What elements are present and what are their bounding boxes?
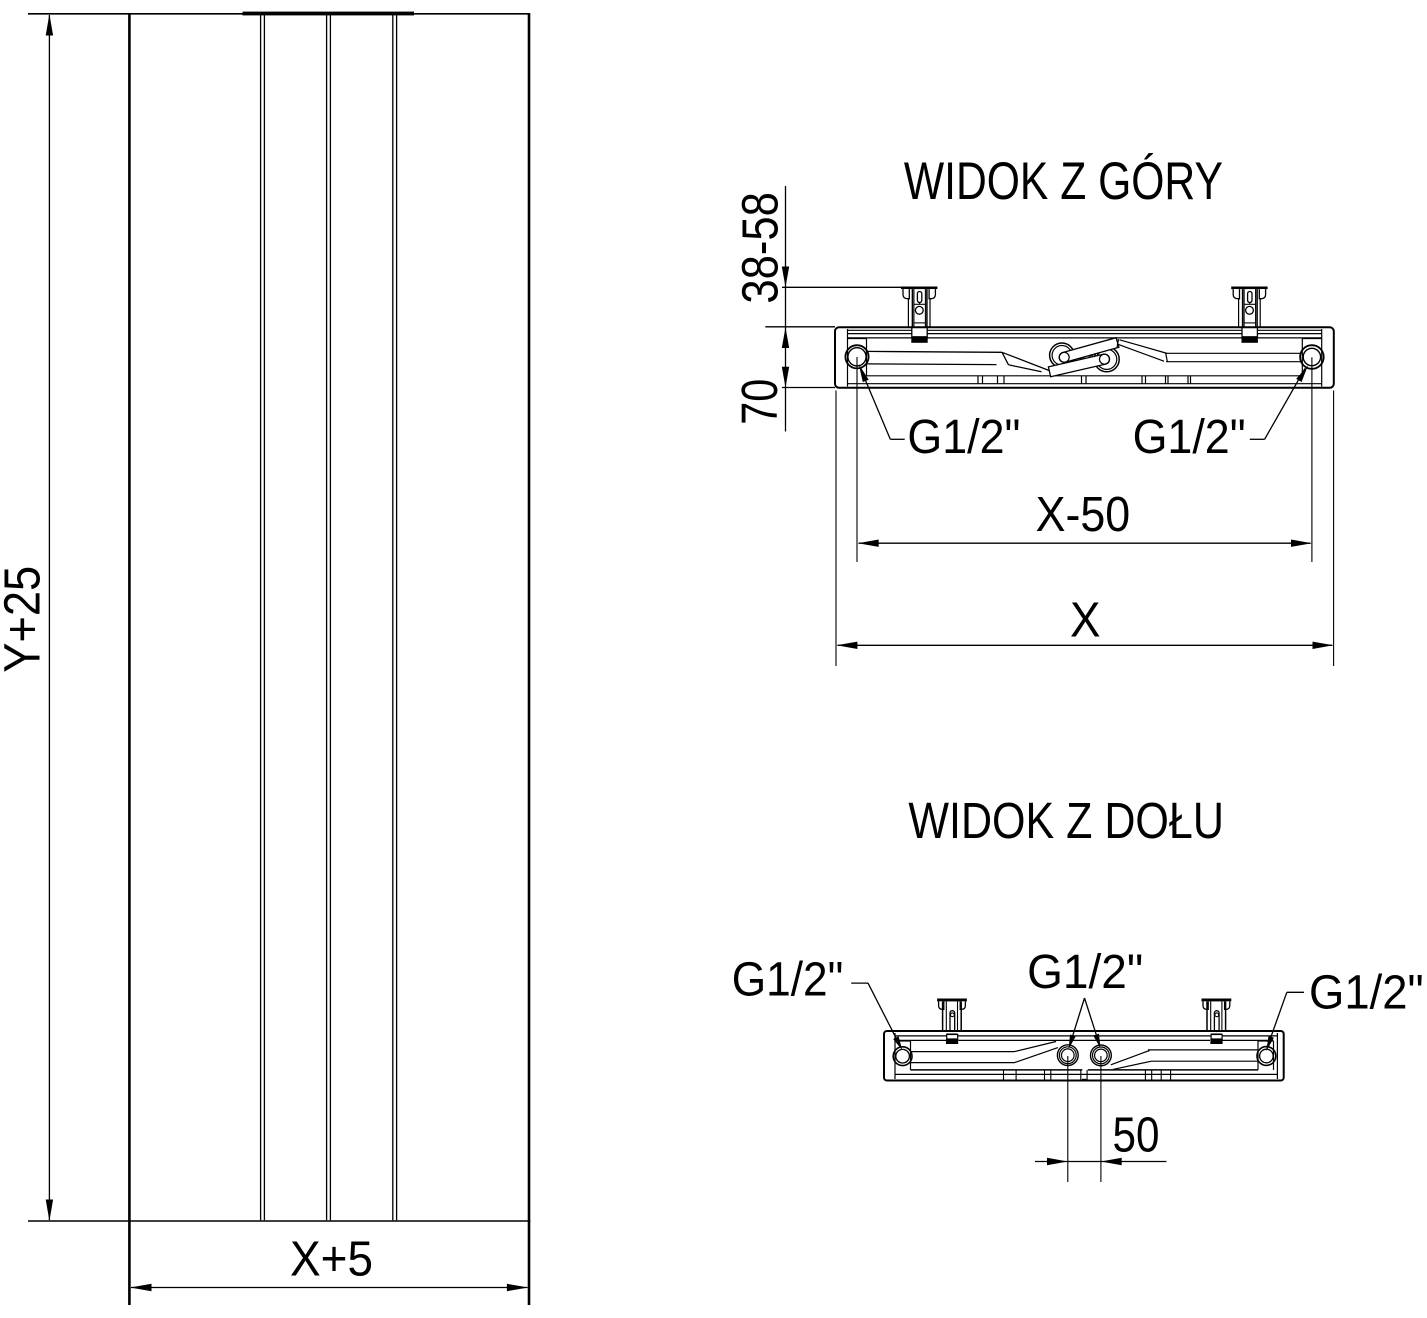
svg-text:WIDOK Z GÓRY: WIDOK Z GÓRY xyxy=(904,152,1223,211)
svg-text:G1/2": G1/2" xyxy=(732,953,844,1006)
svg-text:Y+25: Y+25 xyxy=(0,566,51,673)
svg-text:G1/2": G1/2" xyxy=(1027,946,1143,999)
svg-text:70: 70 xyxy=(731,379,788,425)
svg-text:G1/2": G1/2" xyxy=(1133,411,1246,464)
svg-text:G1/2": G1/2" xyxy=(1309,966,1424,1019)
svg-text:WIDOK Z DOŁU: WIDOK Z DOŁU xyxy=(908,792,1224,849)
svg-text:G1/2": G1/2" xyxy=(907,411,1020,464)
svg-text:38-58: 38-58 xyxy=(731,192,788,304)
svg-text:X: X xyxy=(1070,593,1101,647)
svg-text:X+5: X+5 xyxy=(290,1233,373,1287)
svg-text:X-50: X-50 xyxy=(1036,488,1131,542)
svg-text:50: 50 xyxy=(1113,1109,1160,1163)
